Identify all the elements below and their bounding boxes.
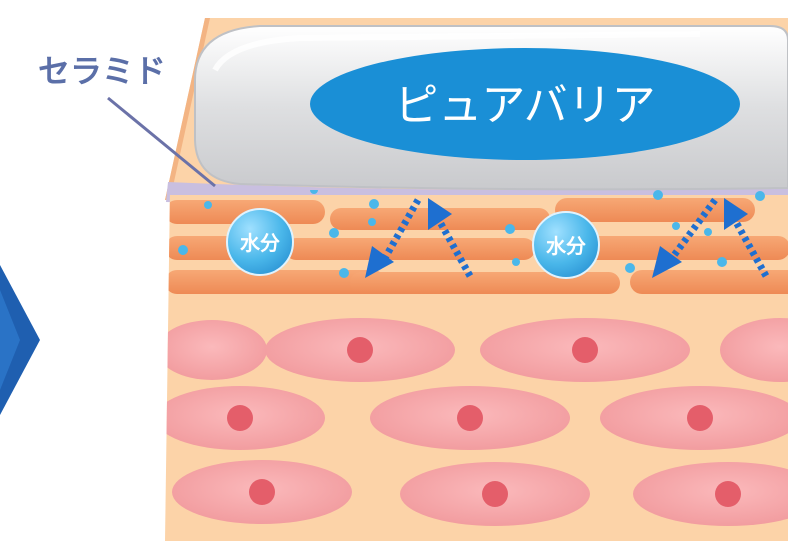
ceramide-label: セラミド bbox=[38, 52, 166, 90]
chevron-highlight bbox=[0, 290, 20, 390]
water-label-1: 水分 bbox=[240, 231, 280, 255]
water-bubble-2: 水分 bbox=[532, 211, 600, 279]
pure-barrier-label: ピュアバリア bbox=[394, 80, 655, 131]
water-droplet-icon bbox=[178, 190, 765, 278]
ceramide-leader-line bbox=[107, 96, 216, 188]
arrow-in-icon bbox=[365, 197, 718, 278]
cell-nuclei bbox=[227, 337, 741, 507]
arrow-out-icon bbox=[428, 198, 770, 278]
pure-barrier-ellipse bbox=[310, 48, 740, 160]
water-label-2: 水分 bbox=[546, 234, 586, 258]
water-bubble-1: 水分 bbox=[226, 208, 294, 276]
barrier-highlight bbox=[212, 31, 701, 72]
